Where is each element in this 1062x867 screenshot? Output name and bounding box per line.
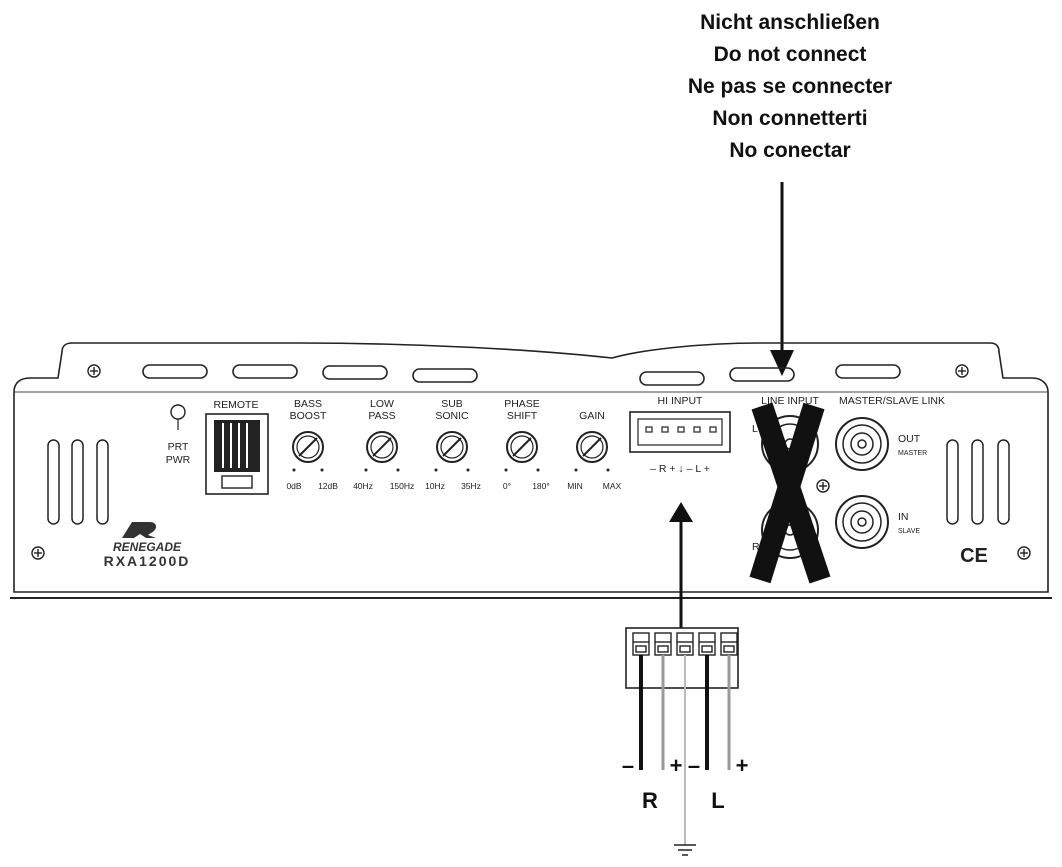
- r-channel-label: R: [642, 788, 658, 813]
- svg-text:SHIFT: SHIFT: [507, 410, 538, 422]
- line-input-r-label: R: [752, 541, 760, 553]
- remote-label: REMOTE: [214, 399, 259, 411]
- do-not-connect-cross: [749, 402, 831, 584]
- l-channel-label: L: [711, 788, 724, 813]
- side-vents-left: [47, 439, 109, 525]
- svg-text:12dB: 12dB: [318, 481, 338, 491]
- knob-gain[interactable]: GAIN MIN MAX: [567, 410, 621, 491]
- remote-port: REMOTE: [205, 399, 269, 495]
- warning-line-fr: Ne pas se connecter: [687, 75, 893, 98]
- warning-arrow: [770, 182, 794, 376]
- control-knobs: BASS BOOST 0dB 12dB LOW PASS 40Hz 150Hz: [286, 398, 621, 491]
- screw-icons: [31, 364, 1031, 560]
- master-label: MASTER: [898, 450, 927, 457]
- svg-text:150Hz: 150Hz: [390, 481, 415, 491]
- renegade-logo: RENEGADE RXA1200D: [104, 522, 191, 569]
- svg-text:LOW: LOW: [370, 398, 394, 410]
- knob-bass-boost[interactable]: BASS BOOST 0dB 12dB: [286, 398, 338, 491]
- line-input-rca: LINE INPUT L R: [749, 395, 831, 584]
- in-label: IN: [898, 511, 909, 523]
- svg-text:PHASE: PHASE: [504, 398, 540, 410]
- knob-sub-sonic[interactable]: SUB SONIC 10Hz 35Hz: [425, 398, 481, 491]
- ground-icon: [674, 844, 696, 856]
- svg-text:MAX: MAX: [603, 481, 622, 491]
- svg-text:0dB: 0dB: [286, 481, 301, 491]
- master-out-jack[interactable]: [835, 417, 889, 471]
- pwr-label: PWR: [166, 454, 191, 466]
- knob-low-pass[interactable]: LOW PASS 40Hz 150Hz: [353, 398, 414, 491]
- out-label: OUT: [898, 433, 921, 445]
- warning-line-it: Non connetterti: [712, 107, 868, 130]
- svg-text:40Hz: 40Hz: [353, 481, 373, 491]
- prt-pwr-indicator: PRT PWR: [166, 404, 191, 466]
- svg-text:180°: 180°: [532, 481, 550, 491]
- svg-text:BOOST: BOOST: [290, 410, 327, 422]
- polarity-labels: – + – + R L: [622, 753, 749, 813]
- hi-input-arrow: [669, 502, 693, 628]
- svg-text:MIN: MIN: [567, 481, 583, 491]
- knob-phase-shift[interactable]: PHASE SHIFT 0° 180°: [503, 398, 550, 491]
- svg-text:0°: 0°: [503, 481, 511, 491]
- svg-text:SUB: SUB: [441, 398, 463, 410]
- amp-top-contour: [10, 342, 1052, 599]
- model-label: RXA1200D: [104, 553, 191, 569]
- master-slave-label: MASTER/SLAVE LINK: [839, 395, 945, 407]
- svg-text:BASS: BASS: [294, 398, 322, 410]
- warning-line-en: Do not connect: [713, 43, 867, 66]
- svg-text:35Hz: 35Hz: [461, 481, 481, 491]
- slave-in-jack[interactable]: [835, 495, 889, 549]
- line-input-l-label: L: [752, 423, 758, 435]
- terminal-block: [625, 627, 739, 689]
- svg-text:GAIN: GAIN: [579, 410, 605, 422]
- r-minus-label: –: [622, 753, 634, 778]
- connection-wires: [639, 655, 731, 845]
- r-plus-label: +: [670, 753, 683, 778]
- master-slave-link: MASTER/SLAVE LINK OUT MASTER IN SLAVE: [835, 395, 945, 549]
- warning-line-de: Nicht anschließen: [700, 11, 880, 34]
- warning-line-es: No conectar: [729, 139, 851, 162]
- hi-input-port[interactable]: HI INPUT – R + ↓ – L +: [629, 395, 731, 475]
- slave-label: SLAVE: [898, 528, 920, 535]
- side-vents-right: [946, 439, 1010, 525]
- svg-text:10Hz: 10Hz: [425, 481, 445, 491]
- prt-label: PRT: [168, 441, 189, 453]
- svg-text:SONIC: SONIC: [435, 410, 469, 422]
- l-minus-label: –: [688, 753, 700, 778]
- top-vent-slots: [142, 364, 901, 386]
- l-plus-label: +: [736, 753, 749, 778]
- hi-input-pins: – R + ↓ – L +: [650, 463, 710, 475]
- svg-text:PASS: PASS: [368, 410, 395, 422]
- hi-input-label: HI INPUT: [658, 395, 704, 407]
- brand-label: RENEGADE: [113, 540, 182, 554]
- ce-mark: CE: [960, 545, 988, 567]
